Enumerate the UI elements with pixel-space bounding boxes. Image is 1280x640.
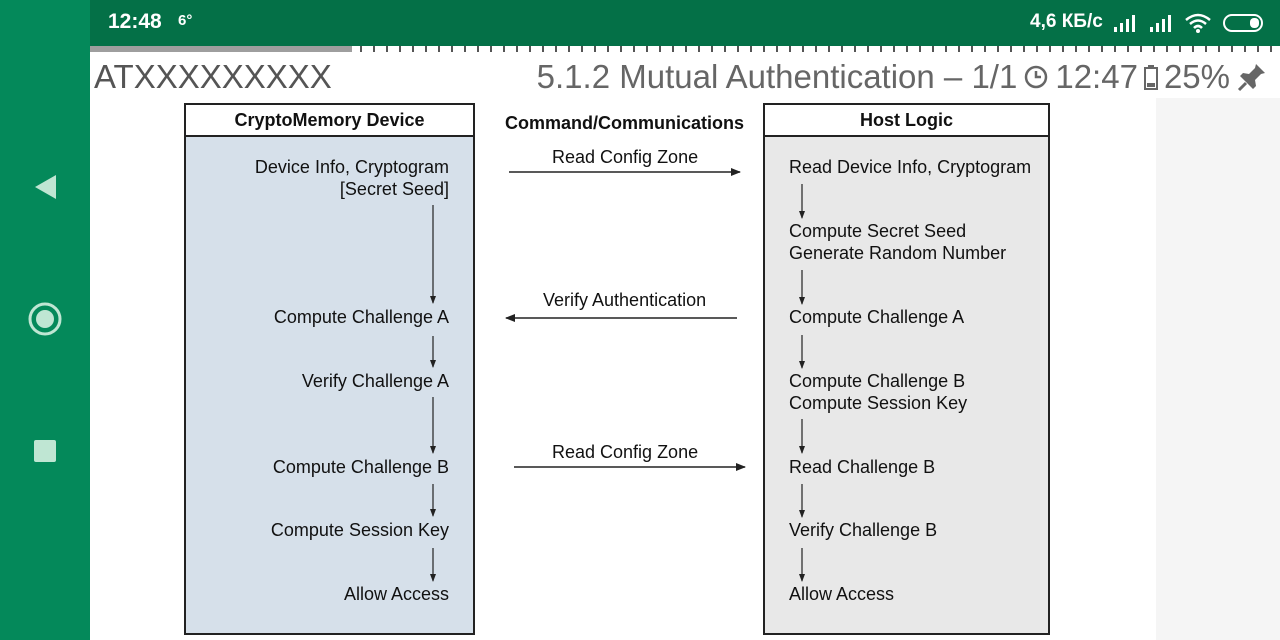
header-info: 5.1.2 Mutual Authentication – 1/1 12:47 … — [537, 58, 1268, 96]
left-column-body — [184, 137, 475, 635]
navigation-bar — [0, 0, 90, 640]
battery-icon — [1223, 14, 1263, 32]
page-margin — [1156, 98, 1280, 640]
progress-track — [90, 46, 1280, 52]
recents-button[interactable] — [20, 426, 70, 476]
right-step-read-device-info: Read Device Info, Cryptogram — [789, 157, 1032, 177]
clock-icon — [1025, 65, 1048, 89]
status-icons — [1112, 10, 1266, 36]
status-net-speed: 4,6 КБ/с — [1030, 11, 1103, 32]
wifi-icon — [1185, 13, 1211, 33]
right-step-compute-challenge-a: Compute Challenge A — [789, 307, 965, 327]
left-step-compute-session-key: Compute Session Key — [270, 520, 449, 540]
status-bar: 12:48 6° 4,6 КБ/с — [90, 0, 1280, 46]
home-button[interactable] — [20, 294, 70, 344]
right-step-generate-random: Generate Random Number — [789, 243, 1007, 263]
recents-icon — [34, 440, 56, 462]
middle-column-header: Command/Communications — [505, 113, 745, 133]
pin-icon[interactable] — [1236, 61, 1268, 93]
right-step-allow-access: Allow Access — [789, 584, 895, 604]
right-column-body — [763, 137, 1050, 635]
right-step-compute-secret-seed: Compute Secret Seed — [789, 221, 967, 241]
progress-fill — [90, 46, 352, 52]
reading-progress[interactable] — [90, 46, 1280, 52]
right-step-verify-challenge-b: Verify Challenge B — [789, 520, 938, 540]
back-icon — [35, 175, 56, 199]
right-step-compute-session-key: Compute Session Key — [789, 393, 968, 413]
left-step-verify-challenge-a: Verify Challenge A — [301, 371, 449, 391]
right-column-header: Host Logic — [763, 103, 1050, 137]
right-step-compute-challenge-b: Compute Challenge B — [789, 371, 966, 391]
left-step-secret-seed: [Secret Seed] — [339, 179, 449, 199]
header-clock: 12:47 — [1055, 58, 1138, 95]
left-step-compute-challenge-b: Compute Challenge B — [272, 457, 449, 477]
message-read-config-zone-2: Read Config Zone — [552, 442, 699, 462]
document-title: ATXXXXXXXXX — [94, 58, 332, 95]
section-title: 5.1.2 Mutual Authentication – 1/1 — [536, 58, 1018, 95]
left-column-header: CryptoMemory Device — [184, 103, 475, 137]
reader-header: ATXXXXXXXXX 5.1.2 Mutual Authentication … — [90, 54, 1280, 98]
signal-icon — [1150, 15, 1171, 32]
status-temperature: 6° — [178, 12, 193, 29]
back-button[interactable] — [20, 162, 70, 212]
battery-level-icon — [1143, 65, 1158, 90]
header-battery: 25% — [1163, 58, 1230, 95]
left-step-compute-challenge-a: Compute Challenge A — [273, 307, 449, 327]
message-verify-authentication: Verify Authentication — [543, 290, 707, 310]
signal-icon — [1114, 15, 1135, 32]
home-icon — [28, 302, 62, 336]
right-step-read-challenge-b: Read Challenge B — [789, 457, 936, 477]
progress-ticks — [360, 46, 1280, 52]
status-time: 12:48 — [108, 10, 162, 33]
message-read-config-zone-1: Read Config Zone — [552, 147, 699, 167]
left-step-device-info: Device Info, Cryptogram — [254, 157, 449, 177]
left-step-allow-access: Allow Access — [343, 584, 449, 604]
